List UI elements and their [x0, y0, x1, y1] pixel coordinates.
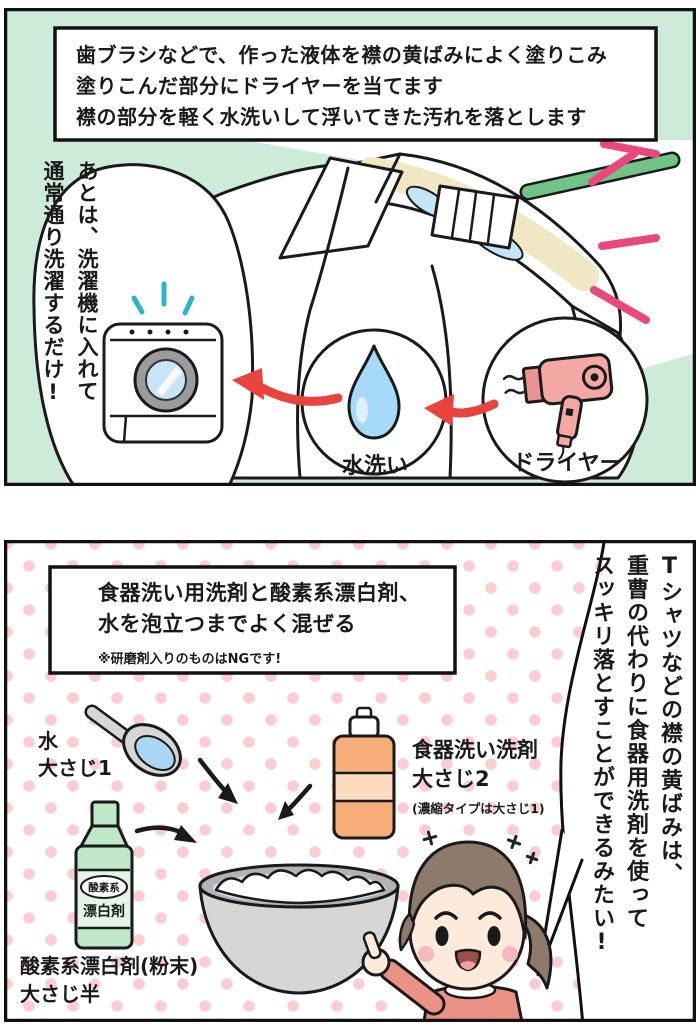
raised-arm — [381, 961, 443, 1013]
panel-bottom: 食器洗い用洗剤と酸素系漂白剤、 水を泡立つまでよく混ぜる ※研磨剤入りのものはN… — [4, 540, 696, 1022]
speech-bubble-left-text: あとは、洗濯機に入れて 通常通り洗濯するだけ! — [41, 160, 99, 405]
bleach-bottle-label-text: 漂白剤 — [83, 904, 125, 920]
water-drop-icon — [347, 344, 401, 440]
sparkle-lines — [131, 281, 195, 316]
girl-character — [361, 840, 553, 1022]
red-arrow-to-waterwash — [424, 394, 499, 426]
arrow-water-to-bowl — [197, 757, 238, 804]
arrow-bleach-to-bowl — [134, 825, 197, 843]
pointing-finger — [362, 931, 382, 960]
dish-soap-bottle-icon — [332, 706, 396, 840]
ponytail — [518, 912, 553, 990]
mix-instruction-box — [48, 565, 457, 675]
emphasis-lines — [588, 140, 660, 324]
toothbrush-icon — [430, 151, 681, 250]
dish-soap-amount-label: 食器洗い洗剤 大さじ2 (濃縮タイプは大さじ1) — [412, 738, 545, 816]
panel1-border — [4, 8, 696, 486]
red-arrow-to-machine — [232, 368, 343, 406]
washing-machine-icon — [102, 322, 224, 444]
panel2-border — [4, 540, 696, 1022]
air-squiggle — [502, 374, 527, 395]
foam — [214, 868, 386, 905]
arrow-soap-to-bowl — [278, 783, 313, 820]
eye — [435, 926, 449, 946]
water-wash-label: 水洗い — [341, 454, 408, 479]
speech-bubble-right — [559, 540, 696, 1022]
speech-bubble-right-text: Tシャツなどの襟の黄ばみは、 重曹の代わりに食器用洗剤を使って スッキリ落とすこ… — [589, 554, 682, 957]
mix-instruction-text: 食器洗い用洗剤と酸素系漂白剤、 水を泡立つまでよく混ぜる ※研磨剤入りのものはN… — [98, 581, 421, 667]
dryer-label: ドライヤー — [512, 451, 622, 476]
hair — [407, 840, 528, 940]
panel2-art — [4, 540, 696, 1022]
collar-flap — [278, 156, 404, 260]
bleach-bottle-icon — [74, 800, 134, 950]
eyebrows — [434, 911, 502, 920]
bleach-amount-label: 酸素系漂白剤(粉末) 大さじ半 — [20, 954, 199, 1006]
plus-sparkles — [422, 830, 539, 865]
measuring-spoon-icon — [84, 704, 182, 777]
bleach-bottle-badge-text: 酸素系 — [88, 882, 120, 894]
water-amount-label: 水 大さじ1 — [38, 729, 112, 780]
instruction-text: 歯ブラシなどで、作った液体を襟の黄ばみによく塗りこみ 塗りこんだ部分にドライヤー… — [76, 43, 608, 129]
panel-top: 歯ブラシなどで、作った液体を襟の黄ばみによく塗りこみ 塗りこんだ部分にドライヤー… — [4, 8, 696, 486]
eye — [487, 926, 501, 946]
hair-dryer-icon — [502, 353, 614, 461]
panel1-art — [4, 8, 696, 486]
mixing-bowl-icon — [198, 863, 400, 995]
instruction-box — [53, 26, 658, 142]
